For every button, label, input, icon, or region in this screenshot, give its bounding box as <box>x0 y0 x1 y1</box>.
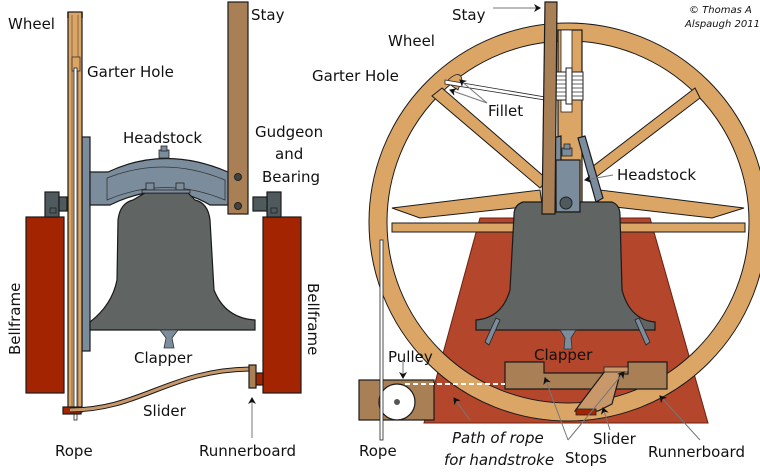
label-runnerboard: Runnerboard <box>199 442 296 460</box>
clapper <box>159 329 179 349</box>
label-garter-hole: Garter Hole <box>87 63 174 81</box>
label-gudgeon-bearing: Bearing <box>262 168 320 186</box>
label-rope: Rope <box>55 442 93 460</box>
label-slider: Slider <box>143 402 187 420</box>
label-wheel-right: Wheel <box>388 32 435 50</box>
label-pulley: Pulley <box>388 348 433 366</box>
label-runnerboard-right: Runnerboard <box>648 443 745 461</box>
label-fillet: Fillet <box>488 102 523 120</box>
clapper-side <box>559 329 577 350</box>
left-view: Wheel Garter Hole Stay Headstock Gudgeon… <box>6 1 323 460</box>
label-path-of-rope: Path of rope <box>452 429 544 447</box>
label-slider-right: Slider <box>593 430 637 448</box>
label-clapper-right: Clapper <box>534 346 593 364</box>
rope <box>73 67 78 421</box>
bell-side <box>475 201 656 331</box>
label-clapper: Clapper <box>134 349 193 367</box>
label-wheel: Wheel <box>8 15 55 33</box>
rope-side <box>379 239 384 441</box>
right-view: Stay Wheel Garter Hole Fillet Headstock … <box>312 1 760 469</box>
label-stops: Stops <box>565 449 607 467</box>
label-stay: Stay <box>251 6 285 24</box>
bell <box>89 192 256 331</box>
garter-rope <box>444 79 546 101</box>
label-bellframe-right: Bellframe <box>304 283 322 355</box>
slider-stop <box>575 408 597 416</box>
stay-side <box>541 1 558 215</box>
label-bellframe-left: Bellframe <box>6 283 24 355</box>
label-gudgeon-and: and <box>275 145 303 163</box>
slider-block <box>248 364 257 389</box>
stop-bar <box>603 366 629 373</box>
rope-coil <box>554 67 584 105</box>
right-bearing <box>252 191 282 218</box>
right-bellframe-post <box>262 216 302 394</box>
label-headstock: Headstock <box>123 129 202 147</box>
label-rope-right: Rope <box>359 442 397 460</box>
label-for-handstroke: for handstroke <box>444 451 554 469</box>
label-gudgeon: Gudgeon <box>255 123 323 141</box>
left-bellframe-post <box>25 216 65 394</box>
label-headstock-right: Headstock <box>617 166 696 184</box>
copyright-line-2: Alspaugh 2011 <box>684 19 760 30</box>
headstock-side-plate <box>81 136 91 352</box>
copyright-line-1: © Thomas A <box>689 5 752 16</box>
stay <box>227 1 249 215</box>
label-garter-hole-right: Garter Hole <box>312 67 399 85</box>
left-bearing <box>44 191 68 218</box>
label-stay-right: Stay <box>452 6 486 24</box>
